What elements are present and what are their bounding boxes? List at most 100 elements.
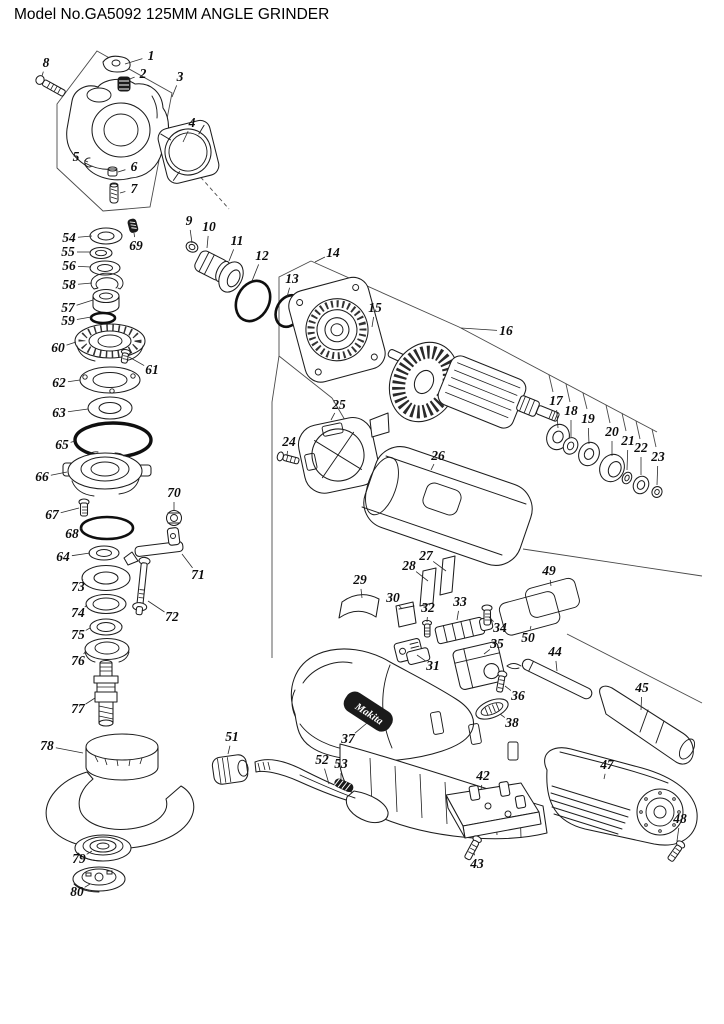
leader-line-15 [371, 316, 374, 328]
part-label-65: 65 [55, 437, 69, 452]
inner-flange-drawing [74, 834, 132, 862]
lock-nut-drawing [72, 866, 126, 893]
part-label-8: 8 [43, 55, 50, 70]
part-label-14: 14 [326, 245, 340, 260]
bearing-retainer-drawing [157, 119, 220, 184]
part-label-76: 76 [71, 653, 85, 668]
part-label-52: 52 [315, 752, 329, 767]
leader-line-30 [398, 604, 403, 610]
part-label-55: 55 [61, 244, 75, 259]
leader-line-60 [66, 341, 77, 346]
gear-train-drawings [185, 241, 382, 351]
part-label-28: 28 [401, 558, 416, 573]
pin-drawing [109, 182, 119, 204]
leader-line-67 [60, 507, 80, 514]
leader-line-16 [460, 327, 498, 331]
leader-line-43 [473, 852, 476, 856]
leader-line-28 [415, 571, 429, 582]
page-title: Model No.GA5092 125MM ANGLE GRINDER [14, 6, 330, 23]
leader-line-74 [84, 604, 88, 608]
leader-line-63 [67, 408, 89, 413]
leader-line-8 [41, 71, 44, 77]
part-label-58: 58 [62, 277, 76, 292]
part-label-35: 35 [489, 636, 504, 651]
part-label-38: 38 [504, 715, 519, 730]
leader-line-59 [76, 316, 92, 320]
part-label-27: 27 [418, 548, 434, 563]
part-label-15: 15 [368, 300, 382, 315]
part-label-78: 78 [40, 738, 54, 753]
leader-line-49 [549, 579, 552, 587]
switch-lever-drawings [211, 754, 389, 824]
part-label-1: 1 [148, 48, 155, 63]
part-label-25: 25 [331, 397, 346, 412]
leader-line-13 [286, 287, 290, 298]
part-label-79: 79 [72, 851, 86, 866]
part-label-42: 42 [475, 768, 490, 783]
rear-cover-drawing [544, 747, 698, 862]
lower-spindle-stack-drawings [81, 564, 131, 727]
part-label-64: 64 [56, 549, 70, 564]
part-label-47: 47 [599, 757, 615, 772]
leader-line-79 [86, 850, 93, 855]
part-label-44: 44 [547, 644, 562, 659]
part-label-19: 19 [581, 411, 595, 426]
part-label-30: 30 [385, 590, 400, 605]
part-label-53: 53 [334, 756, 348, 771]
leader-line-61 [128, 356, 145, 366]
armature-bearing-drawings [546, 423, 663, 498]
part-label-56: 56 [62, 258, 76, 273]
part-label-50: 50 [521, 630, 535, 645]
part-label-10: 10 [202, 219, 216, 234]
part-label-21: 21 [620, 433, 635, 448]
base-plate-drawing [445, 781, 542, 861]
part-label-7: 7 [131, 181, 139, 196]
part-label-5: 5 [73, 149, 80, 164]
part-label-63: 63 [52, 405, 66, 420]
leader-line-21 [626, 449, 629, 471]
leader-line-10 [206, 235, 209, 249]
inhalator-cap-drawing [102, 55, 131, 73]
part-label-20: 20 [604, 424, 619, 439]
cord-parts-drawings [506, 658, 696, 765]
spindle-stack-drawings [62, 227, 153, 561]
part-label-75: 75 [71, 627, 85, 642]
caution-sticker-drawing [498, 591, 561, 636]
part-label-11: 11 [231, 233, 244, 248]
leader-line-36 [504, 685, 512, 691]
leader-line-57 [76, 299, 94, 306]
leader-line-24 [286, 450, 289, 456]
leader-line-80 [84, 883, 91, 888]
part-label-68: 68 [65, 526, 79, 541]
leader-line-50 [529, 625, 532, 630]
part-label-70: 70 [167, 485, 181, 500]
leader-line-75 [85, 627, 91, 631]
leader-lines [41, 58, 680, 888]
part-label-67: 67 [45, 507, 60, 522]
ring-clip-drawing [84, 157, 93, 168]
part-label-51: 51 [225, 729, 239, 744]
part-label-59: 59 [61, 313, 75, 328]
leader-line-17 [556, 409, 559, 429]
leader-line-47 [603, 773, 606, 780]
gear-housing-drawing [66, 78, 170, 181]
bearing-box-drawing [288, 276, 386, 383]
leader-line-33 [456, 610, 459, 621]
leader-line-4 [182, 130, 189, 143]
part-label-24: 24 [281, 434, 296, 449]
part-label-72: 72 [165, 609, 179, 624]
part-label-49: 49 [541, 563, 556, 578]
part-label-77: 77 [71, 701, 86, 716]
spring-drawing [117, 76, 131, 92]
leader-line-45 [640, 696, 642, 711]
brush-holder-drawing [276, 412, 390, 494]
part-label-13: 13 [285, 271, 299, 286]
part-label-71: 71 [191, 567, 205, 582]
part-label-43: 43 [469, 856, 484, 871]
leader-line-69 [133, 232, 136, 238]
leader-line-19 [587, 427, 590, 445]
part-label-33: 33 [452, 594, 467, 609]
leader-line-62 [67, 379, 81, 383]
